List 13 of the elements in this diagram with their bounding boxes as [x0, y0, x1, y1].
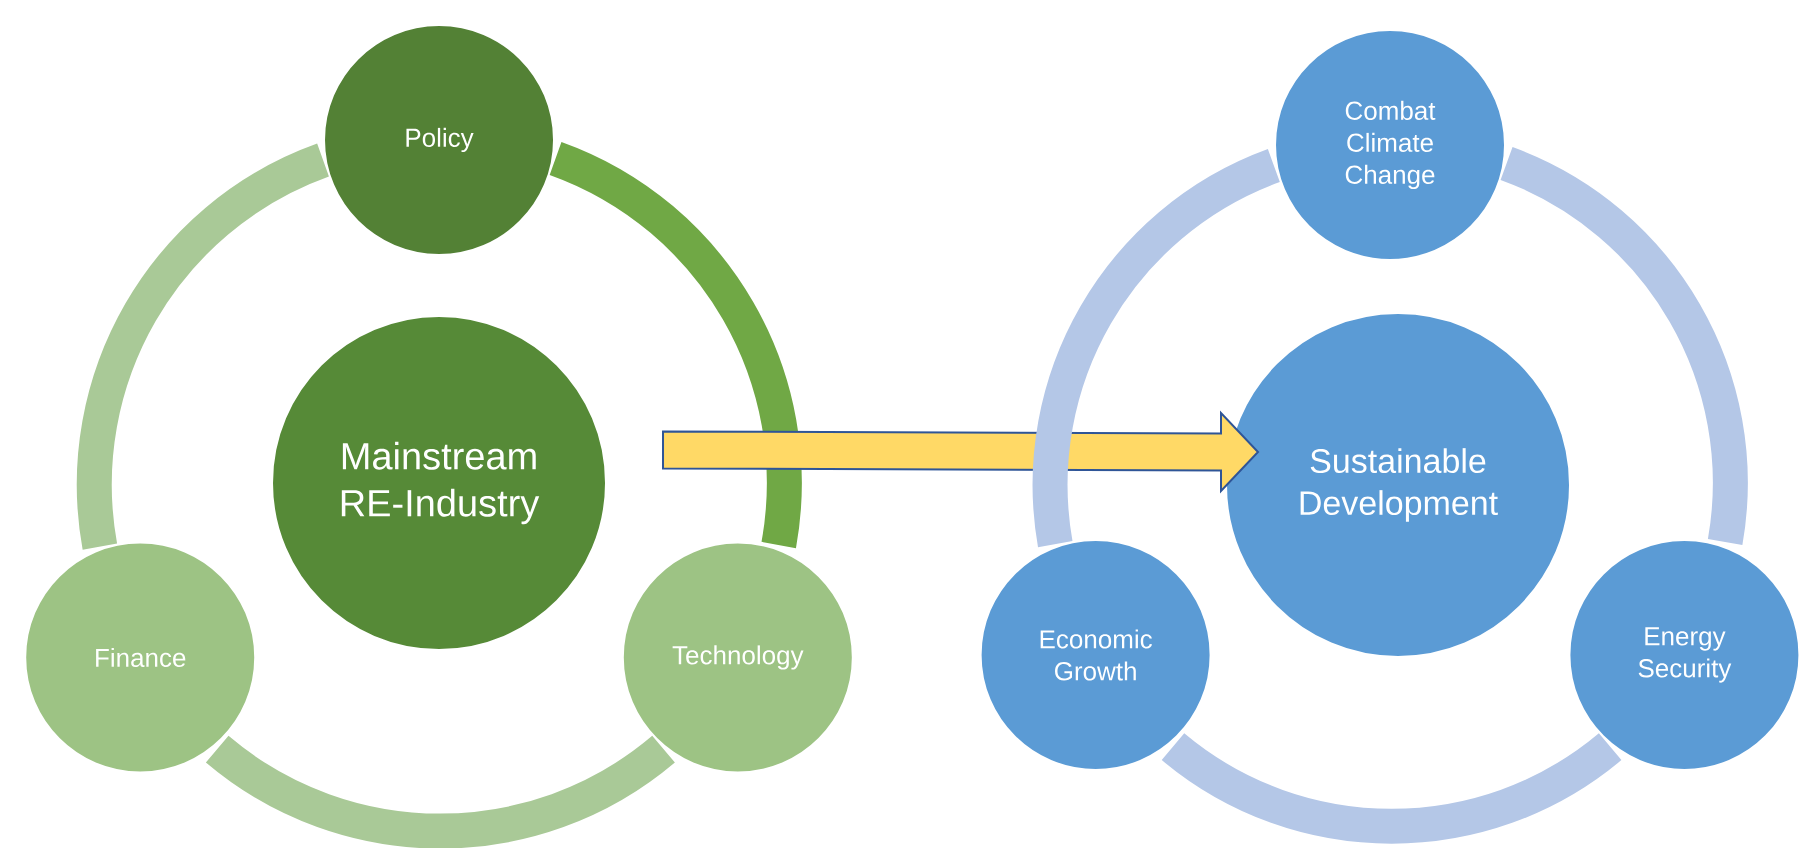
circle-node: Policy [321, 22, 557, 258]
ring-segment [206, 735, 675, 848]
circle-node: Mainstream RE-Industry [269, 313, 609, 653]
ring-segment [1499, 147, 1748, 545]
circle-node: Technology [619, 539, 856, 776]
block-arrow [662, 410, 1260, 494]
circle-node: Finance [22, 539, 259, 776]
circle-node: Sustainable Development [1223, 310, 1573, 660]
ring-segment [1162, 732, 1621, 844]
circle-node: Combat Climate Change [1272, 27, 1508, 263]
circle-node: Economic Growth [977, 537, 1214, 773]
circle-node: Energy Security [1566, 537, 1803, 773]
ring-segment [77, 143, 330, 549]
